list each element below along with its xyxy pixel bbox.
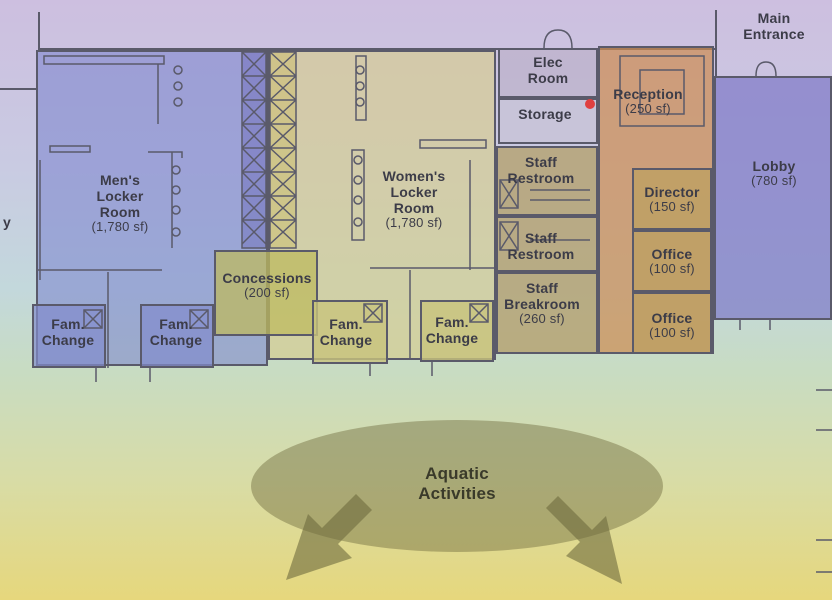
- staff-restroom-1[interactable]: [496, 146, 598, 216]
- staff-restroom-2[interactable]: [496, 216, 598, 272]
- lobby-label: Lobby (780 sf): [751, 158, 797, 189]
- fam-change-3-label: Fam. Change: [319, 316, 373, 349]
- staff-restroom-1-label: Staff Restroom: [507, 154, 575, 187]
- fam-change-2-label: Fam. Change: [149, 316, 203, 349]
- main-entrance-label: Main Entrance: [743, 10, 805, 43]
- office-1-label: Office (100 sf): [649, 246, 695, 277]
- elec-room-label: Elec Room: [527, 54, 569, 87]
- office-2-label: Office (100 sf): [649, 310, 695, 341]
- aquatic-activities-graphic: [251, 420, 663, 584]
- fam-change-1-label: Fam. Change: [41, 316, 95, 349]
- staff-restroom-2-label: Staff Restroom: [507, 230, 575, 263]
- outer-wall: [38, 48, 715, 50]
- staff-breakroom[interactable]: [496, 272, 598, 354]
- outer-wall: [38, 12, 40, 48]
- reception-label: Reception (250 sf): [613, 86, 683, 117]
- lobby[interactable]: [714, 76, 832, 320]
- office-2[interactable]: [632, 292, 712, 354]
- director-label: Director (150 sf): [644, 184, 700, 215]
- elec-room[interactable]: [498, 48, 598, 98]
- outer-wall: [715, 10, 717, 78]
- fam-change-room-2[interactable]: [140, 304, 214, 368]
- mens-locker-label: Men's Locker Room (1,780 sf): [91, 172, 149, 235]
- director-office[interactable]: [632, 168, 712, 230]
- staff-breakroom-label: Staff Breakroom (260 sf): [504, 280, 580, 327]
- indicator-light-icon: [585, 99, 595, 109]
- storage-room[interactable]: [498, 98, 598, 144]
- fam-change-room-1[interactable]: [32, 304, 106, 368]
- storage-label: Storage: [518, 106, 572, 122]
- fam-change-4-label: Fam. Change: [425, 314, 479, 347]
- office-1[interactable]: [632, 230, 712, 292]
- aquatic-activities-label: Aquatic Activities: [418, 464, 496, 503]
- womens-locker-bank: [269, 51, 297, 249]
- concessions-room[interactable]: [214, 250, 318, 336]
- concessions-label: Concessions (200 sf): [222, 270, 312, 301]
- arrow-down-right-icon: [546, 496, 622, 584]
- left-edge-text: y: [3, 214, 11, 230]
- arrow-down-left-icon: [286, 494, 372, 580]
- outer-wall: [0, 88, 38, 90]
- mens-locker-bank: [241, 51, 267, 249]
- womens-locker-label: Women's Locker Room (1,780 sf): [382, 168, 446, 231]
